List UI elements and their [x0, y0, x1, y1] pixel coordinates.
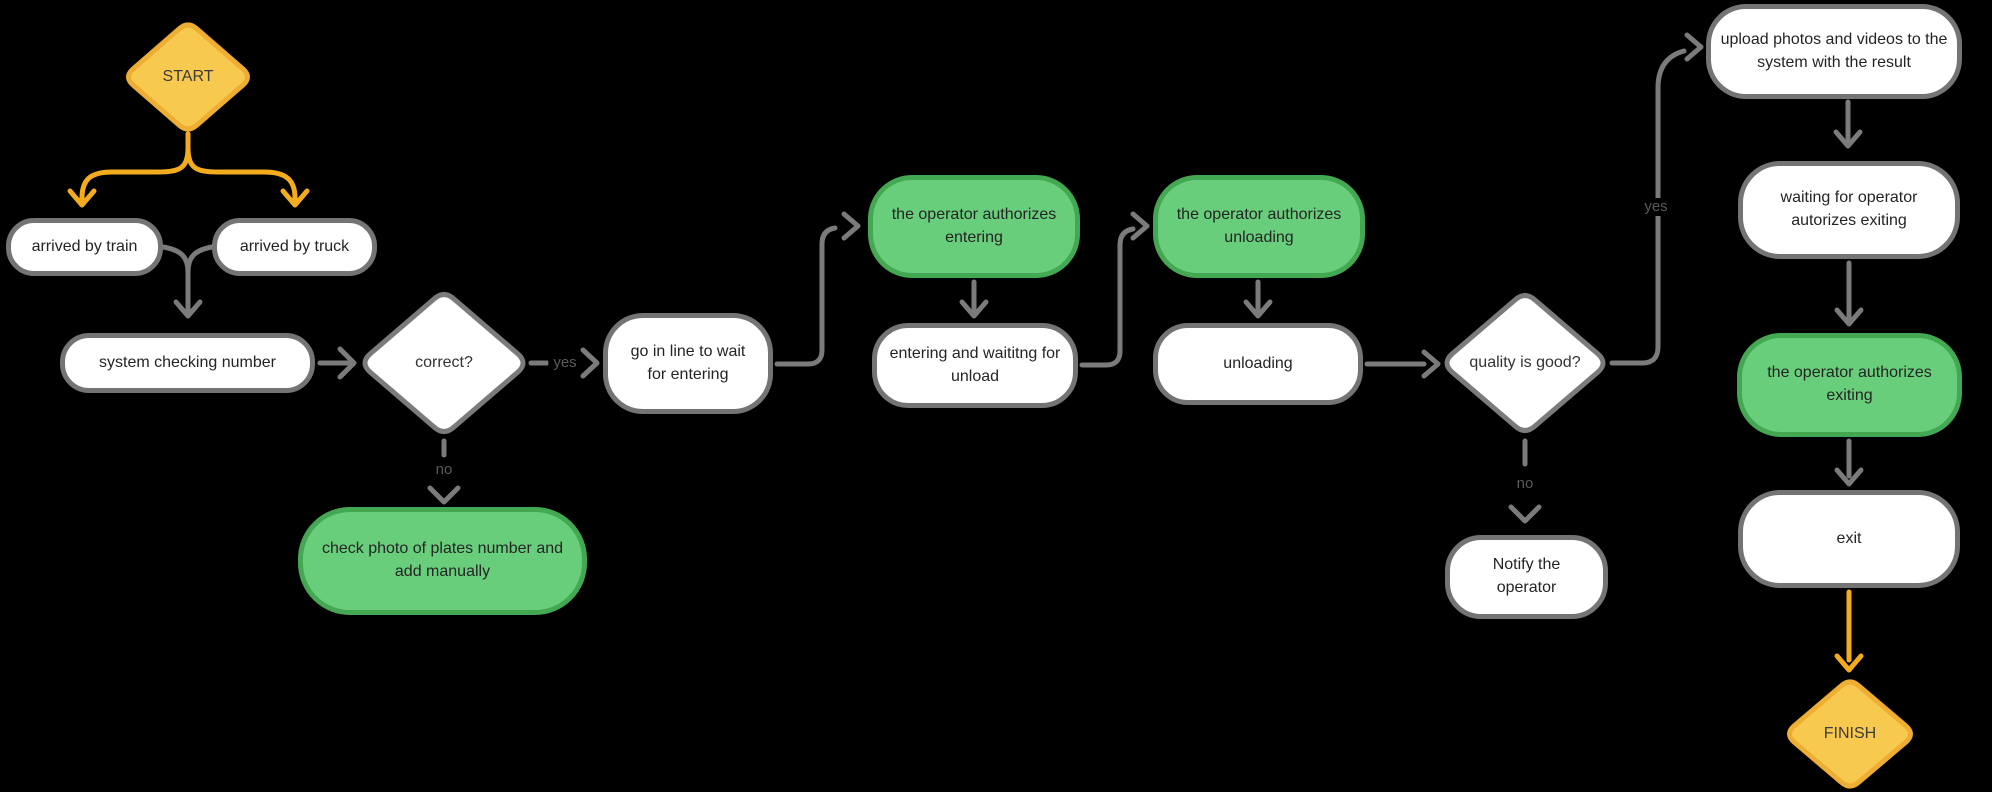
arrowhead-authexiting-to-exit — [1834, 467, 1864, 487]
node-authorizes-exiting-label: the operator authorizes exiting — [1767, 364, 1932, 404]
arrowhead-start-to-train — [67, 188, 97, 208]
edge-label-quality-yes: yes — [1639, 198, 1673, 216]
node-system-checking-number[interactable]: system checking number — [60, 333, 315, 393]
node-waiting-operator-label: waiting for operator autorizes exiting — [1780, 189, 1918, 229]
edge-label-correct-no: no — [430, 461, 458, 479]
arrowhead-upload-to-waiting — [1833, 129, 1863, 149]
node-notify-operator-label: Notify the operator — [1492, 556, 1561, 596]
node-upload-photos[interactable]: upload photos and videos to the system w… — [1706, 4, 1962, 99]
node-exit[interactable]: exit — [1738, 490, 1960, 588]
arrowhead-quality-no — [1508, 504, 1542, 524]
node-system-checking-number-label: system checking number — [99, 353, 276, 371]
start-diamond-shape[interactable] — [126, 22, 250, 132]
edge-entering-to-authunloading — [1079, 226, 1136, 368]
node-authorizes-exiting[interactable]: the operator authorizes exiting — [1737, 333, 1962, 437]
finish-diamond-shape[interactable] — [1787, 679, 1913, 789]
edge-train-merge — [160, 244, 191, 275]
node-upload-photos-label: upload photos and videos to the system w… — [1720, 30, 1948, 71]
arrowhead-waiting-to-authexiting — [1834, 307, 1864, 327]
edge-gray-group — [160, 32, 1864, 524]
arrowhead-correct-no — [427, 485, 461, 505]
node-arrived-by-truck-label: arrived by truck — [239, 237, 350, 255]
arrowhead-quality-yes-to-upload — [1684, 32, 1704, 62]
correct-diamond-shape[interactable] — [362, 292, 526, 434]
arrowhead-goinline-to-authentering — [841, 211, 861, 241]
quality-diamond-label: quality is good? — [1469, 353, 1581, 371]
node-check-photo[interactable]: check photo of plates number and add man… — [298, 507, 587, 615]
node-arrived-by-train[interactable]: arrived by train — [6, 218, 163, 276]
edge-goinline-to-authentering — [774, 225, 838, 367]
node-unloading[interactable]: unloading — [1153, 323, 1363, 405]
edge-start-to-train — [79, 131, 191, 203]
start-diamond-label: START — [162, 67, 214, 85]
node-exit-label: exit — [1836, 529, 1862, 547]
edge-label-quality-no: no — [1511, 475, 1539, 493]
arrowhead-system-to-correct — [337, 346, 357, 380]
node-entering-and-waiting[interactable]: entering and waititng for unload — [872, 323, 1078, 408]
arrowhead-merge-to-system — [173, 299, 203, 319]
edge-start-branches — [67, 131, 1864, 673]
arrowhead-start-to-truck — [280, 188, 310, 208]
arrowhead-entering-to-authunloading — [1130, 211, 1150, 241]
node-go-in-line[interactable]: go in line to wait for entering — [603, 313, 773, 414]
arrowhead-exit-to-finish — [1834, 653, 1864, 673]
edge-start-to-truck — [185, 131, 298, 203]
arrowhead-authunloading-to-unloading — [1243, 299, 1273, 319]
node-notify-operator[interactable]: Notify the operator — [1445, 535, 1608, 619]
correct-diamond-label: correct? — [415, 353, 473, 371]
node-arrived-by-train-label: arrived by train — [31, 237, 138, 255]
arrowhead-correct-yes — [580, 347, 600, 379]
node-arrived-by-truck[interactable]: arrived by truck — [212, 218, 377, 276]
quality-diamond-shape[interactable] — [1444, 293, 1606, 433]
node-authorizes-entering[interactable]: the operator authorizes entering — [868, 175, 1080, 278]
node-authorizes-entering-label: the operator authorizes entering — [891, 205, 1057, 246]
node-authorizes-unloading-label: the operator authorizes unloading — [1176, 205, 1342, 246]
node-authorizes-unloading[interactable]: the operator authorizes unloading — [1153, 175, 1365, 278]
node-unloading-label: unloading — [1223, 354, 1293, 372]
node-go-in-line-label: go in line to wait for entering — [630, 342, 746, 383]
finish-diamond-label: FINISH — [1823, 724, 1877, 742]
arrowhead-unloading-to-quality — [1421, 349, 1441, 379]
arrowhead-authentering-to-entering — [959, 299, 989, 319]
node-waiting-operator[interactable]: waiting for operator autorizes exiting — [1738, 161, 1960, 259]
node-entering-and-waiting-label: entering and waititng for unload — [889, 344, 1061, 385]
edge-truck-merge — [185, 244, 215, 275]
edge-label-correct-yes: yes — [548, 354, 582, 372]
edge-quality-yes-to-upload — [1609, 48, 1687, 366]
node-check-photo-label: check photo of plates number and add man… — [321, 540, 564, 580]
